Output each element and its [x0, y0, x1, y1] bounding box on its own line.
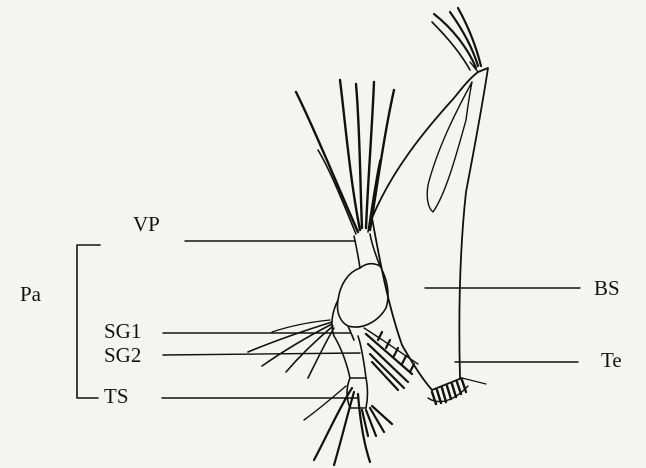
label-pa: Pa — [20, 284, 41, 305]
label-sg2: SG2 — [104, 345, 141, 366]
sg2-leader — [163, 353, 360, 355]
basis-setae — [432, 8, 481, 70]
vp-plume — [296, 80, 394, 234]
terminal-teeth — [428, 378, 486, 404]
label-bs: BS — [594, 278, 620, 299]
label-vp: VP — [133, 214, 160, 235]
label-ts: TS — [104, 386, 129, 407]
sg1-setae — [248, 320, 334, 378]
label-sg1: SG1 — [104, 321, 141, 342]
label-te: Te — [601, 350, 622, 371]
pa-bracket — [77, 245, 100, 398]
segment-two — [334, 336, 366, 378]
leader-lines — [162, 241, 580, 398]
segment-one — [332, 264, 388, 340]
sg2-comb — [364, 328, 418, 390]
